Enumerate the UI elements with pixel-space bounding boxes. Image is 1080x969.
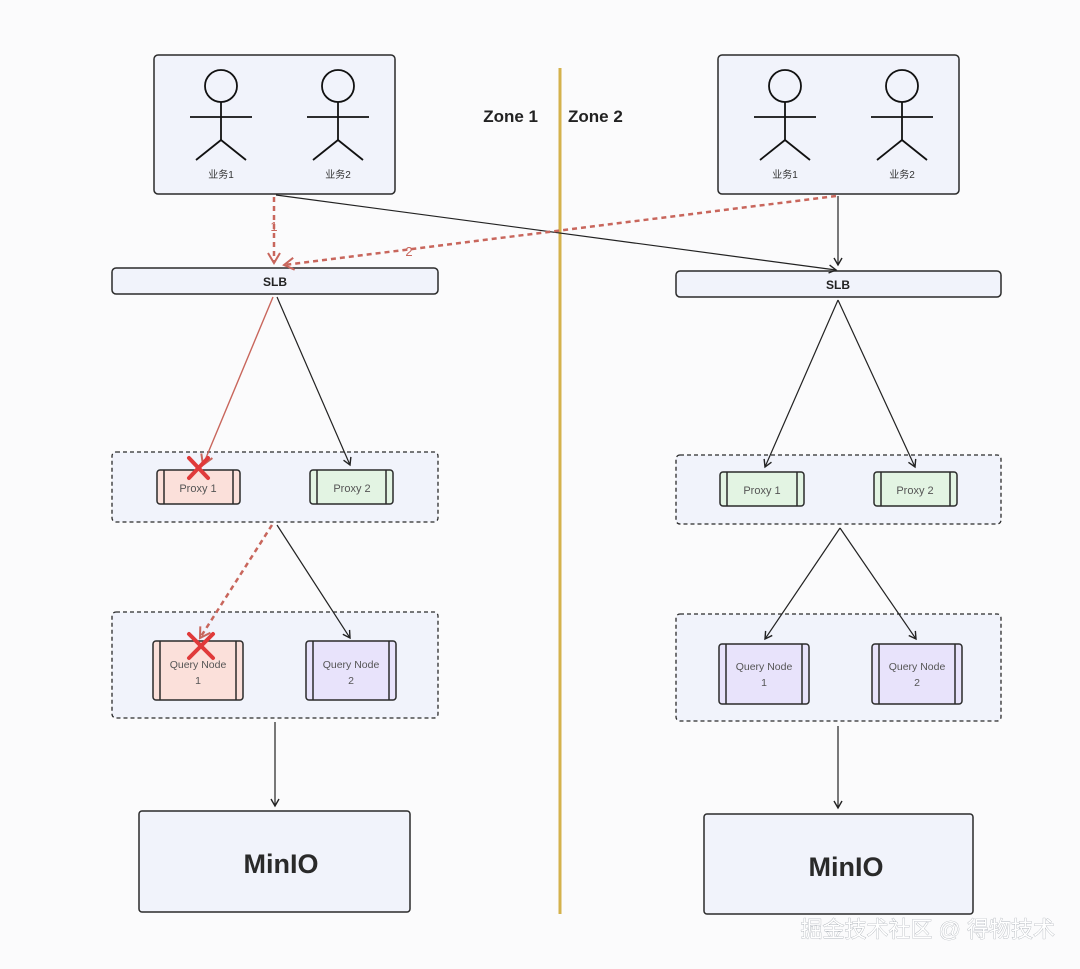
arrow xyxy=(839,527,917,641)
left-query-node-2: Query Node 2 xyxy=(305,640,397,701)
user-label: 业务2 xyxy=(889,168,915,181)
user-label: 业务1 xyxy=(208,168,234,181)
query-node-label: 2 xyxy=(914,677,920,689)
right-query-node-1: Query Node 1 xyxy=(718,643,810,705)
right-query-node-2: Query Node 2 xyxy=(871,643,963,705)
failover-arrow xyxy=(282,194,837,271)
user-label: 业务2 xyxy=(325,168,351,181)
query-node-label: Query Node xyxy=(170,659,227,671)
failure-cross-icon xyxy=(187,632,215,660)
failure-cross-icon xyxy=(187,456,210,480)
right-zone: 业务1 业务2 SLB Proxy 1 Proxy 2 Query Node 1 xyxy=(675,54,1002,915)
left-zone: 业务1 业务2 SLB Proxy 1 Proxy 2 Query Node 1 xyxy=(111,54,439,913)
proxy-label: Proxy 1 xyxy=(179,483,216,495)
watermark: 掘金技术社区 @ 得物技术 xyxy=(800,917,1055,942)
right-users-box xyxy=(717,54,960,195)
query-node-label: 1 xyxy=(761,677,767,689)
left-query-node-1: Query Node 1 xyxy=(152,640,244,701)
arrow xyxy=(764,527,841,641)
failover-arrow xyxy=(198,524,274,640)
right-proxy-2: Proxy 2 xyxy=(873,471,958,507)
left-proxy-1: Proxy 1 xyxy=(156,469,241,505)
query-node-label: Query Node xyxy=(736,661,793,673)
zone-1-label: Zone 1 xyxy=(483,107,538,126)
left-proxy-2: Proxy 2 xyxy=(309,469,394,505)
proxy-label: Proxy 1 xyxy=(743,485,780,497)
query-node-label: 2 xyxy=(348,675,354,687)
right-slb-label: SLB xyxy=(826,278,850,292)
query-node-label: Query Node xyxy=(323,659,380,671)
failover-step-2-label: 2 xyxy=(405,244,412,259)
query-node-label: Query Node xyxy=(889,661,946,673)
left-users-box xyxy=(153,54,396,195)
left-minio-box xyxy=(138,810,411,913)
person-icon xyxy=(190,69,252,161)
left-slb-box xyxy=(111,267,439,295)
failover-step-1-label: 1 xyxy=(270,219,277,234)
arrow xyxy=(276,524,351,640)
cross-zone-arrow xyxy=(275,194,838,274)
arrow xyxy=(763,299,839,469)
right-slb-box xyxy=(675,270,1002,298)
arrow xyxy=(837,299,917,469)
zone-2-label: Zone 2 xyxy=(568,107,623,126)
left-minio-label: MinIO xyxy=(244,849,319,879)
proxy-label: Proxy 2 xyxy=(333,483,370,495)
person-icon xyxy=(871,69,933,161)
left-slb-label: SLB xyxy=(263,275,287,289)
person-icon xyxy=(754,69,816,161)
user-label: 业务1 xyxy=(772,168,798,181)
right-minio-label: MinIO xyxy=(809,852,884,882)
right-proxy-1: Proxy 1 xyxy=(719,471,805,507)
right-minio-box xyxy=(703,813,974,915)
query-node-label: 1 xyxy=(195,675,201,687)
person-icon xyxy=(307,69,369,161)
proxy-label: Proxy 2 xyxy=(896,485,933,497)
failover-arrow xyxy=(200,296,274,467)
arrow xyxy=(276,296,352,467)
